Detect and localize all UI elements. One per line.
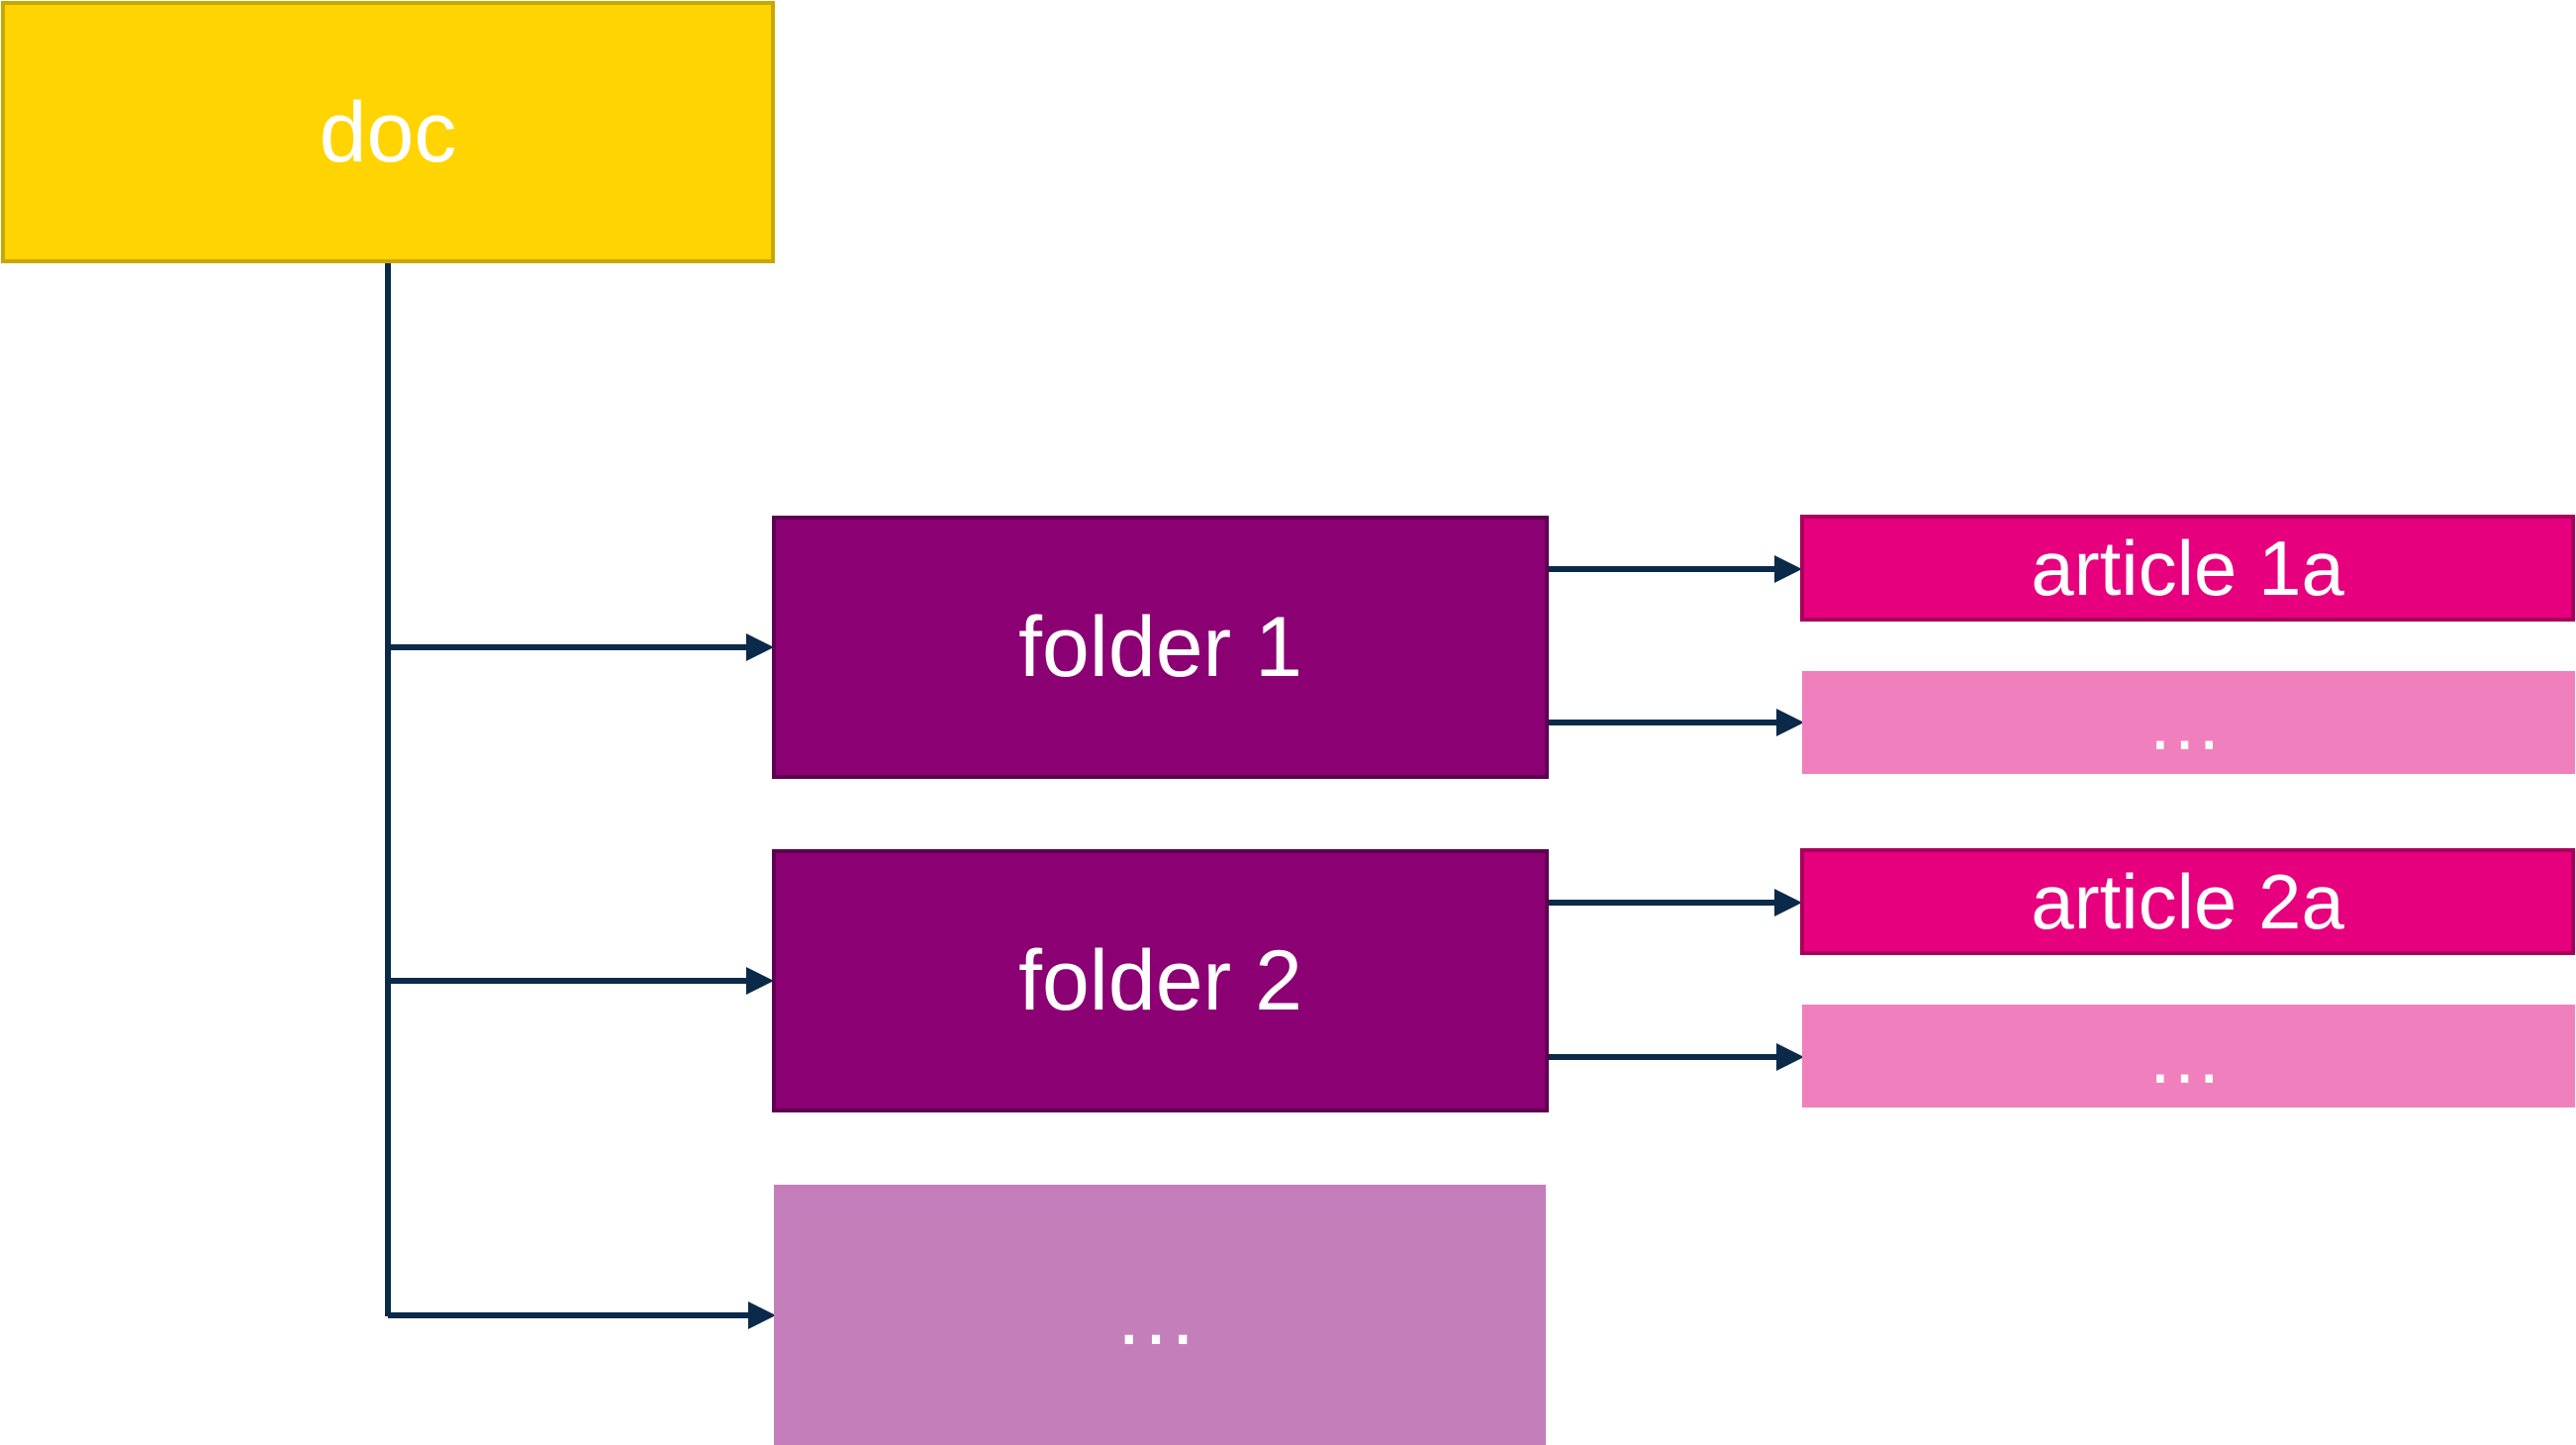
- folder-node-more: …: [774, 1185, 1546, 1445]
- root-node-doc: doc: [1, 1, 775, 263]
- arrowhead-folder-2: [746, 967, 774, 995]
- folder-node-label: folder 1: [1018, 600, 1302, 695]
- arrowhead-article-1a: [1774, 555, 1802, 583]
- arrowhead-article-more-1: [1776, 709, 1804, 736]
- arrowhead-article-more-2: [1776, 1043, 1804, 1071]
- arrowhead-article-2a: [1774, 889, 1802, 916]
- article-node-2a: article 2a: [1800, 848, 2575, 955]
- article-node-more-1: …: [1802, 671, 2575, 774]
- folder-node-1: folder 1: [772, 516, 1549, 779]
- article-node-more-2: …: [1802, 1005, 2575, 1108]
- arrowhead-folder-1: [746, 633, 774, 661]
- folder-more-label: …: [1113, 1267, 1206, 1363]
- folder-node-label: folder 2: [1018, 933, 1302, 1028]
- article-more-label: …: [2146, 1012, 2232, 1100]
- article-node-1a: article 1a: [1800, 515, 2575, 622]
- arrowhead-folder-more: [748, 1301, 776, 1329]
- folder-node-2: folder 2: [772, 849, 1549, 1112]
- article-more-label: …: [2146, 679, 2232, 766]
- article-node-label: article 2a: [2031, 858, 2344, 945]
- article-node-label: article 1a: [2031, 525, 2344, 612]
- root-node-label: doc: [319, 84, 457, 180]
